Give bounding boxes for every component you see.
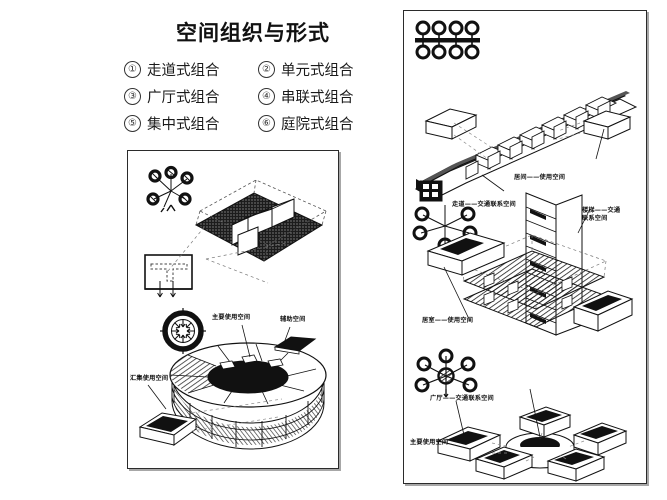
list-item: ⑥ 庭院式组合	[258, 113, 382, 134]
courtyard-axonometric-drawing	[176, 169, 336, 289]
list-item: ③ 广厅式组合	[124, 86, 248, 107]
gathering-space-box-icon	[136, 403, 204, 451]
t-shaped-plan-icon	[142, 251, 198, 303]
label-dwelling: 居室——使用空间	[422, 317, 474, 324]
list-number: ⑤	[124, 115, 141, 133]
projection-guides	[158, 213, 308, 303]
list-number: ⑥	[258, 115, 275, 133]
list-label: 走道式组合	[147, 63, 220, 80]
leader-line-gathering	[144, 383, 184, 413]
page-title: 空间组织与形式	[176, 22, 330, 45]
auxiliary-space-slab-icon	[271, 333, 319, 357]
double-row-node-diagram	[413, 19, 483, 61]
list-item: ① 走道式组合	[124, 59, 248, 80]
list-label: 集中式组合	[147, 117, 220, 134]
label-primary-space-hall: 主要使用空间	[410, 439, 449, 446]
label-stair: 楼梯——交通 联系空间	[582, 207, 638, 223]
list-number: ①	[124, 61, 141, 79]
composition-type-list: ① 走道式组合 ② 单元式组合 ③ 广厅式组合 ④ 串联式组合 ⑤ 集中式组合 …	[118, 59, 388, 134]
list-label: 串联式组合	[281, 90, 354, 107]
label-hall: 广厅——交通联系空间	[430, 395, 494, 402]
label-corridor: 走道——交通联系空间	[452, 201, 516, 208]
label-rooms: 居间——使用空间	[514, 174, 566, 181]
list-label: 庭院式组合	[281, 117, 354, 134]
radial-ring-plan-icon	[158, 306, 208, 356]
list-number: ④	[258, 88, 275, 106]
radial-node-diagram	[140, 165, 202, 217]
label-primary-space: 主要使用空间	[212, 314, 251, 321]
callout-guides-lower	[186, 397, 296, 441]
left-figure-panel: 主要使用空间 辅助空间 汇集使用空间	[127, 150, 339, 469]
label-gathering-space: 汇集使用空间	[130, 375, 169, 382]
title-block: 空间组织与形式 ① 走道式组合 ② 单元式组合 ③ 广厅式组合 ④ 串联式组合 …	[118, 22, 388, 134]
radial-node-diagram-hatched-core	[414, 348, 478, 403]
list-number: ②	[258, 61, 275, 79]
list-label: 广厅式组合	[147, 90, 220, 107]
list-label: 单元式组合	[281, 63, 354, 80]
leader-lines-upper	[228, 323, 318, 363]
ring-building-axonometric	[158, 331, 336, 456]
list-number: ③	[124, 88, 141, 106]
label-stair-line2: 联系空间	[582, 214, 608, 222]
label-stair-line1: 楼梯——交通	[582, 207, 621, 214]
list-item: ⑤ 集中式组合	[124, 113, 248, 134]
hall-axonometric-drawing	[434, 388, 630, 483]
list-item: ④ 串联式组合	[258, 86, 382, 107]
list-item: ② 单元式组合	[258, 59, 382, 80]
right-figure-panel: 居间——使用空间 走道——交通联系空间	[403, 10, 647, 484]
label-auxiliary-space: 辅助空间	[280, 316, 306, 323]
unit-plan-icon	[418, 179, 444, 203]
unit-stair-axonometric-drawing	[422, 189, 634, 347]
